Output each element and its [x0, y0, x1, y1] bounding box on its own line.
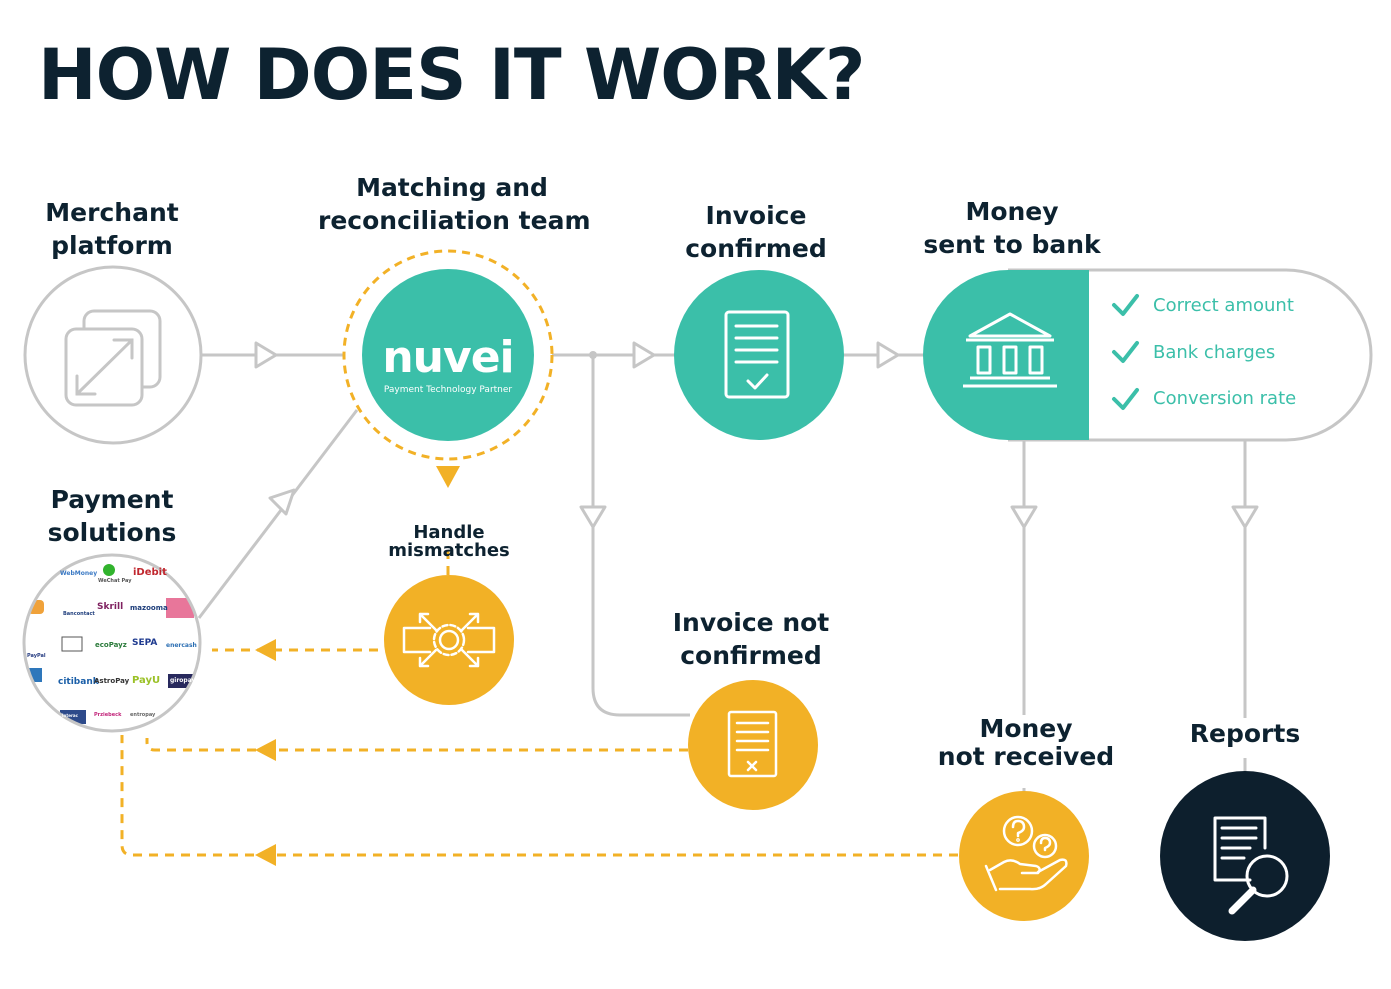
payment-logo: Bancontact — [63, 611, 95, 617]
arrowhead-right — [876, 341, 900, 369]
arrowhead-left — [255, 739, 276, 761]
reports-label: Reports — [1189, 719, 1301, 748]
payment-logo: Skrill — [97, 602, 124, 612]
payment-logo: AstroPay — [94, 677, 130, 685]
merchant-node — [23, 265, 203, 445]
yellow-arrowheads — [255, 466, 460, 866]
document-x-icon — [727, 710, 778, 778]
wechat-logo-icon — [103, 564, 115, 576]
payment-logo: Prziebeck — [94, 712, 122, 718]
arrowhead-down — [1231, 505, 1259, 529]
pink-logo-icon — [166, 598, 194, 618]
payment-logo: PayU — [132, 675, 161, 686]
document-check-icon — [724, 310, 790, 399]
giropay-logo-icon — [168, 674, 194, 688]
payment-logo: citibank — [58, 677, 99, 687]
handle-mismatches-node — [384, 575, 514, 705]
payment-logo: WebMoney — [60, 570, 98, 577]
payment-solutions-node — [22, 553, 202, 733]
arrowhead-down — [436, 466, 460, 488]
arrowhead-right — [254, 341, 278, 369]
arrowhead-left — [255, 844, 276, 866]
nuvei-logo: nuvei Payment Technology Partner — [382, 332, 514, 395]
return-lines — [120, 550, 958, 857]
page-title: HOW DOES IT WORK? — [38, 34, 866, 116]
check-icon — [1112, 341, 1139, 363]
invoice-not-confirmed-node — [688, 680, 818, 810]
payment-logo: mazooma — [130, 604, 168, 612]
arrowhead-down — [579, 505, 607, 529]
gear-arrows-icon — [402, 612, 496, 668]
check-icon — [1112, 388, 1139, 410]
barcode-logo-icon — [61, 636, 83, 652]
invoice-confirmed-node — [674, 270, 844, 440]
payment-logo: iDebit — [133, 567, 167, 578]
expand-arrows-icon — [64, 309, 162, 407]
check-correct-amount: Correct amount — [1153, 295, 1294, 316]
junction-dot — [589, 351, 597, 359]
return-invoice-not-confirmed — [145, 738, 688, 752]
matching-node — [342, 249, 554, 461]
check-conversion-rate: Conversion rate — [1153, 388, 1297, 409]
check-bank-charges: Bank charges — [1153, 342, 1276, 363]
connector-payments-to-matching — [197, 409, 359, 619]
payment-logo: entropay — [130, 712, 156, 718]
money-not-received-node — [959, 791, 1089, 921]
reports-node — [1160, 771, 1330, 941]
check-icon — [1112, 294, 1139, 316]
hand-coins-question-icon — [984, 815, 1068, 892]
payment-logo: ecoPayz — [95, 641, 127, 649]
connector-to-invoice-not-confirmed — [591, 355, 690, 717]
bank-icon — [963, 312, 1057, 388]
payment-logo: Interac — [62, 713, 79, 718]
arrowhead-right — [632, 341, 656, 369]
report-magnifier-icon — [1213, 816, 1289, 915]
return-money-not-received — [120, 735, 958, 857]
check-icons — [1112, 294, 1139, 410]
money-sent-node — [923, 268, 1373, 442]
payment-logo: enercash — [166, 642, 197, 649]
arrowhead-down — [1010, 505, 1038, 529]
payment-logo: WeChat Pay — [98, 578, 132, 584]
payment-logo: SEPA — [132, 638, 158, 648]
arrowheads — [254, 341, 1259, 529]
payment-logo: giropay — [170, 677, 196, 684]
arrowhead-left — [255, 639, 276, 661]
arrowhead-diagonal — [268, 488, 296, 516]
payment-logo: PayPal — [27, 653, 46, 659]
